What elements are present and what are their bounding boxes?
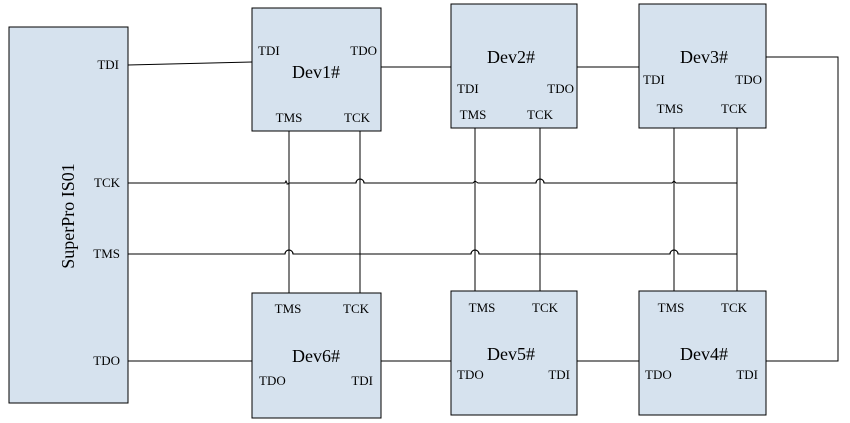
dev1-pin-tdi: TDI (258, 43, 280, 58)
superpro-rect (8, 26, 129, 404)
dev3-pin-tck: TCK (721, 101, 748, 116)
superpro-pin-tck: TCK (94, 175, 121, 190)
dev5-name: Dev5# (487, 344, 535, 364)
superpro-block: SuperPro IS01 TDI TCK TMS TDO (8, 26, 129, 404)
dev6-pin-tdo: TDO (259, 373, 286, 388)
dev1-pin-tms: TMS (276, 110, 303, 125)
dev5-pin-tck: TCK (532, 300, 559, 315)
dev1-pin-tdo: TDO (350, 43, 377, 58)
dev3-pin-tdi: TDI (643, 72, 665, 87)
dev4-pin-tdo: TDO (645, 367, 672, 382)
device-dev3: Dev3# TDI TDO TMS TCK (638, 3, 767, 129)
dev6-pin-tdi: TDI (351, 373, 373, 388)
dev2-pin-tdo: TDO (547, 81, 574, 96)
dev4-pin-tck: TCK (721, 300, 748, 315)
bus-hop-masks (284, 178, 679, 255)
dev4-name: Dev4# (680, 344, 728, 364)
dev2-pin-tck: TCK (527, 107, 554, 122)
dev6-pin-tms: TMS (275, 301, 302, 316)
device-dev2: Dev2# TDI TDO TMS TCK (450, 3, 578, 129)
wire-tms-bus (128, 249, 737, 255)
dev1-pin-tck: TCK (344, 110, 371, 125)
wire-tck-bus (128, 178, 737, 185)
dev1-name: Dev1# (292, 62, 340, 82)
dev3-name: Dev3# (680, 47, 728, 67)
dev3-pin-tdo: TDO (735, 72, 762, 87)
superpro-pin-tdi: TDI (97, 57, 119, 72)
dev2-pin-tdi: TDI (457, 81, 479, 96)
superpro-pin-tdo: TDO (93, 353, 120, 368)
dev2-pin-tms: TMS (460, 107, 487, 122)
superpro-pin-tms: TMS (93, 246, 120, 261)
device-dev1: Dev1# TDI TDO TMS TCK (251, 7, 382, 132)
dev6-pin-tck: TCK (343, 301, 370, 316)
device-dev6: Dev6# TDO TDI TMS TCK (251, 292, 382, 419)
dev4-pin-tms: TMS (658, 300, 685, 315)
dev4-pin-tdi: TDI (736, 367, 758, 382)
dev5-pin-tms: TMS (469, 300, 496, 315)
superpro-label: SuperPro IS01 (58, 163, 78, 269)
dev5-pin-tdo: TDO (457, 367, 484, 382)
dev2-name: Dev2# (487, 47, 535, 67)
dev6-name: Dev6# (292, 346, 340, 366)
dev3-pin-tms: TMS (657, 101, 684, 116)
wire-tdi-to-dev1 (127, 61, 253, 66)
device-dev5: Dev5# TDO TDI TMS TCK (450, 290, 578, 416)
dev5-pin-tdi: TDI (548, 367, 570, 382)
wire-dev3-to-dev4-loop (766, 56, 839, 362)
device-dev4: Dev4# TDO TDI TMS TCK (638, 290, 767, 416)
